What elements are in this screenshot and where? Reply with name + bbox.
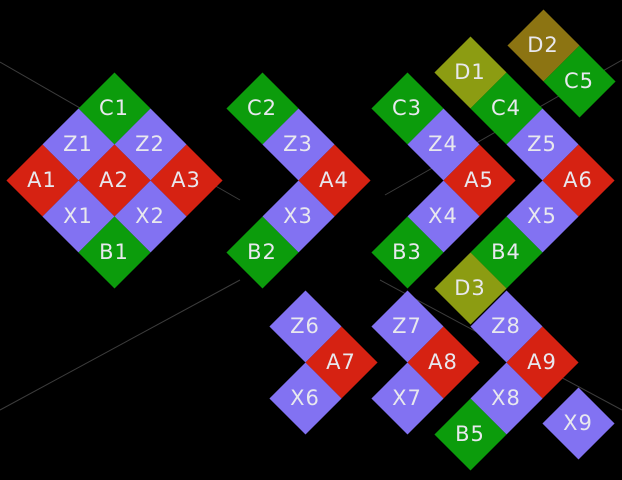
diamond-label: A2 [99,168,129,192]
diamond-label: B4 [491,240,521,264]
diamond-c4: C4 [469,71,543,145]
diamond-x9: X9 [541,386,615,460]
diamond-label: Z6 [290,314,320,338]
diamond-x4: X4 [406,179,480,253]
diamond-x2: X2 [113,179,187,253]
diamond-a6: A6 [541,143,615,217]
diamond-label: Z1 [63,132,93,156]
diamond-a5: A5 [442,143,516,217]
diamond-a3: A3 [149,143,223,217]
diamond-label: A3 [171,168,201,192]
diamond-a7: A7 [304,325,378,399]
diamond-x8: X8 [469,361,543,435]
diamond-label: X8 [491,386,521,410]
diamond-label: C5 [563,69,595,93]
diamond-label: Z2 [135,132,165,156]
diamond-label: C3 [391,96,423,120]
diamond-label: Z8 [491,314,521,338]
diamond-x6: X6 [268,361,342,435]
diamond-label: B1 [99,240,129,264]
diamond-label: B3 [392,240,422,264]
diamond-label: B5 [455,422,485,446]
diamond-label: X4 [428,204,458,228]
diamond-label: X2 [135,204,165,228]
diamond-label: A4 [319,168,349,192]
diamond-a4: A4 [297,143,371,217]
diamond-label: Z5 [527,132,557,156]
diamond-label: D3 [454,276,486,300]
diamond-label: A6 [563,168,593,192]
diamond-c2: C2 [225,71,299,145]
diamond-label: X6 [290,386,320,410]
diamond-label: B2 [247,240,277,264]
diamond-b2: B2 [225,215,299,289]
diamond-z4: Z4 [406,107,480,181]
diamond-label: D1 [454,60,486,84]
diamond-z5: Z5 [505,107,579,181]
diamond-label: C2 [246,96,278,120]
diamond-d3: D3 [433,251,507,325]
diamond-label: A7 [326,350,356,374]
diamond-d2: D2 [506,8,580,82]
diamond-label: X1 [63,204,93,228]
diamond-b1: B1 [77,215,151,289]
diamond-label: X7 [392,386,422,410]
diamond-a2: A2 [77,143,151,217]
diamond-label: A5 [464,168,494,192]
diamond-label: D2 [527,33,559,57]
diamond-a1: A1 [5,143,79,217]
diamond-label: X9 [563,411,593,435]
diamond-label: A9 [527,350,557,374]
diamond-z8: Z8 [469,289,543,363]
diamond-label: Z3 [283,132,313,156]
diamond-z3: Z3 [261,107,335,181]
diamond-b3: B3 [370,215,444,289]
diamond-z1: Z1 [41,107,115,181]
diamond-z2: Z2 [113,107,187,181]
diamond-x5: X5 [505,179,579,253]
diamond-c3: C3 [370,71,444,145]
diamond-c5: C5 [542,44,616,118]
diamond-label: Z7 [392,314,422,338]
diamond-c1: C1 [77,71,151,145]
diamond-label: A8 [428,350,458,374]
diamond-x3: X3 [261,179,335,253]
diamond-z6: Z6 [268,289,342,363]
diamond-a9: A9 [505,325,579,399]
diamond-z7: Z7 [370,289,444,363]
diamond-x7: X7 [370,361,444,435]
diamond-label: A1 [27,168,57,192]
diamond-label: C4 [490,96,522,120]
diamond-a8: A8 [406,325,480,399]
diamond-label: X3 [283,204,313,228]
diamond-label: X5 [527,204,557,228]
diamond-label: C1 [98,96,130,120]
diamond-b4: B4 [469,215,543,289]
diamond-label: Z4 [428,132,458,156]
diamond-d1: D1 [433,35,507,109]
diamond-x1: X1 [41,179,115,253]
diamond-b5: B5 [433,397,507,471]
